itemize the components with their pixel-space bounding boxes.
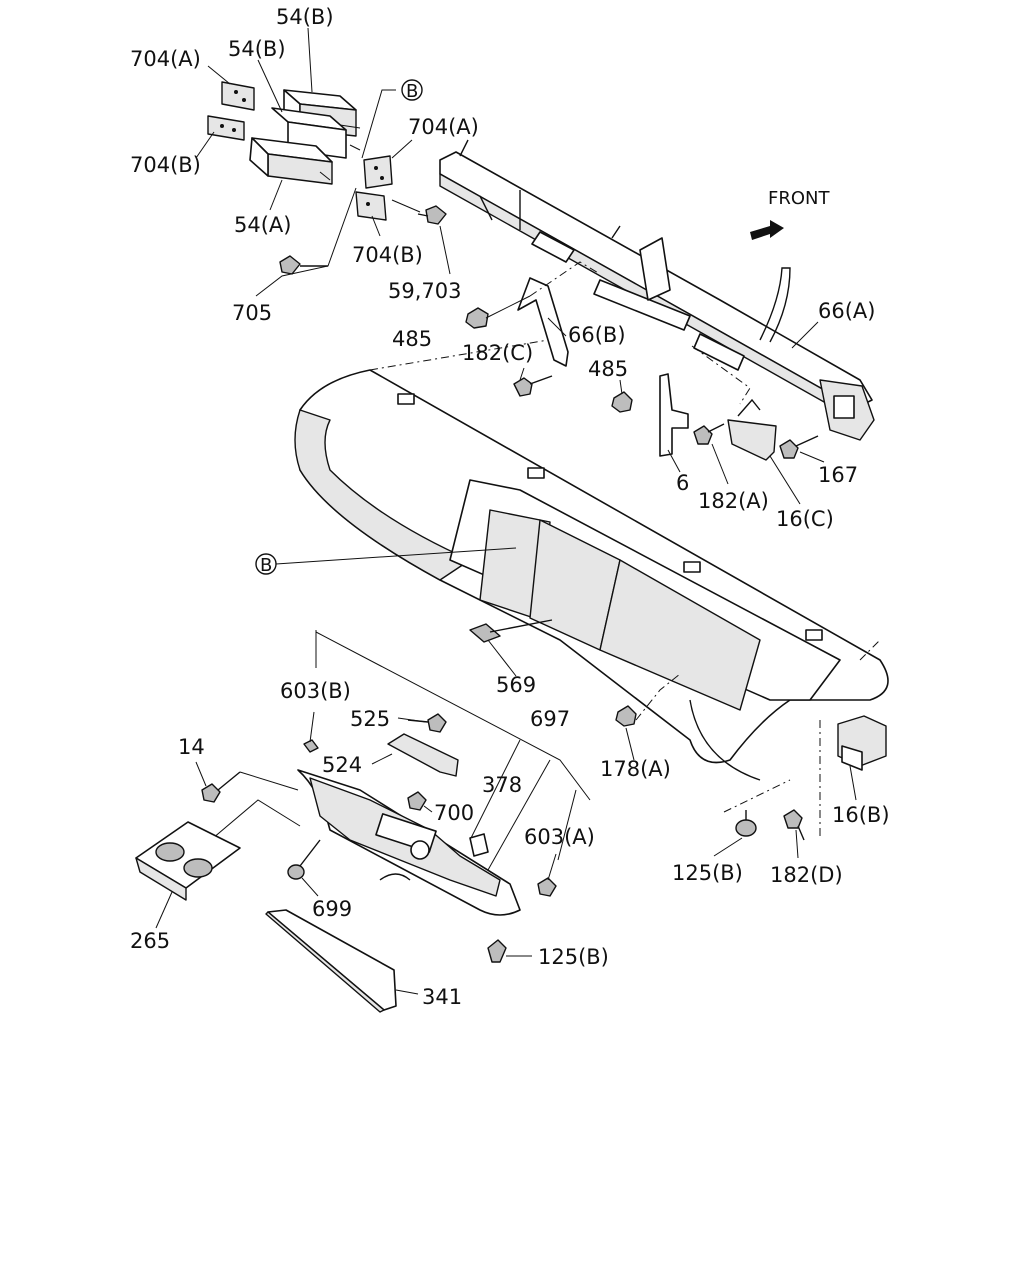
screw-705 xyxy=(279,255,328,275)
bolt-182d xyxy=(783,809,805,841)
dash-panel xyxy=(294,369,889,781)
reference-b-top: B xyxy=(401,79,423,102)
svg-text:B: B xyxy=(406,81,418,102)
callout-16c: 16(C) xyxy=(776,507,834,531)
glove-box-lid-341 xyxy=(265,909,397,1013)
bracket-704b-right xyxy=(355,191,387,221)
lower-panel-697 xyxy=(297,769,521,916)
callout-front: FRONT xyxy=(768,188,830,209)
callout-525: 525 xyxy=(350,707,390,731)
callout-14: 14 xyxy=(178,735,205,759)
bracket-16b xyxy=(837,715,887,771)
callout-603b: 603(B) xyxy=(280,679,351,703)
cover-378 xyxy=(469,833,489,857)
svg-text:B: B xyxy=(260,555,272,576)
bracket-704a-right xyxy=(363,155,393,189)
bracket-66b xyxy=(517,277,569,367)
callout-182c: 182(C) xyxy=(462,341,533,365)
callout-6: 6 xyxy=(676,471,689,495)
nut-178a xyxy=(615,705,637,727)
callout-54b-top: 54(B) xyxy=(276,5,334,29)
callout-182d: 182(D) xyxy=(770,863,843,887)
bracket-16c xyxy=(727,398,777,461)
callout-704a-left: 704(A) xyxy=(130,47,201,71)
front-arrow-icon xyxy=(750,220,784,240)
callout-485-right: 485 xyxy=(588,357,628,381)
callout-16b: 16(B) xyxy=(832,803,890,827)
clip-125b-right xyxy=(735,810,757,837)
callout-125b-bottom: 125(B) xyxy=(538,945,609,969)
bolt-182a xyxy=(693,423,725,445)
handle-524 xyxy=(387,733,459,777)
bracket-704b-left xyxy=(207,115,245,141)
bolt-167 xyxy=(779,435,819,459)
callout-66b: 66(B) xyxy=(568,323,626,347)
fastener-603b xyxy=(303,739,319,753)
callout-182a: 182(A) xyxy=(698,489,769,513)
pocket-54a xyxy=(249,137,333,185)
callout-704a-right: 704(A) xyxy=(408,115,479,139)
callout-54a: 54(A) xyxy=(234,213,291,237)
callout-704b-left: 704(B) xyxy=(130,153,201,177)
callout-485-left: 485 xyxy=(392,327,432,351)
callout-125b-right: 125(B) xyxy=(672,861,743,885)
callout-700: 700 xyxy=(434,801,474,825)
clip-699 xyxy=(287,839,321,880)
fastener-603a xyxy=(537,877,557,897)
clip-125b-bottom xyxy=(487,939,507,963)
bracket-6 xyxy=(659,373,689,457)
screw-59-703 xyxy=(417,205,447,225)
callout-704b-right: 704(B) xyxy=(352,243,423,267)
callout-178a: 178(A) xyxy=(600,757,671,781)
screw-700 xyxy=(407,791,427,811)
reference-b-mid: B xyxy=(255,547,517,576)
nut-485-right xyxy=(611,391,633,413)
callout-66a: 66(A) xyxy=(818,299,875,323)
cup-holder-265 xyxy=(135,821,241,901)
clip-569 xyxy=(469,619,553,643)
cross-member-frame xyxy=(439,139,875,441)
callout-265: 265 xyxy=(130,929,170,953)
screw-14 xyxy=(201,771,241,803)
nut-485-left xyxy=(465,307,489,329)
screw-525 xyxy=(407,713,447,733)
callout-697: 697 xyxy=(530,707,570,731)
callout-378: 378 xyxy=(482,773,522,797)
callout-705: 705 xyxy=(232,301,272,325)
bolt-182c xyxy=(513,375,553,397)
bracket-704a-left xyxy=(221,81,255,111)
callout-699: 699 xyxy=(312,897,352,921)
callout-603a: 603(A) xyxy=(524,825,595,849)
callout-524: 524 xyxy=(322,753,362,777)
callout-341: 341 xyxy=(422,985,462,1009)
callout-569: 569 xyxy=(496,673,536,697)
callout-54b-2: 54(B) xyxy=(228,37,286,61)
callout-167: 167 xyxy=(818,463,858,487)
callout-59-703: 59,703 xyxy=(388,279,461,303)
